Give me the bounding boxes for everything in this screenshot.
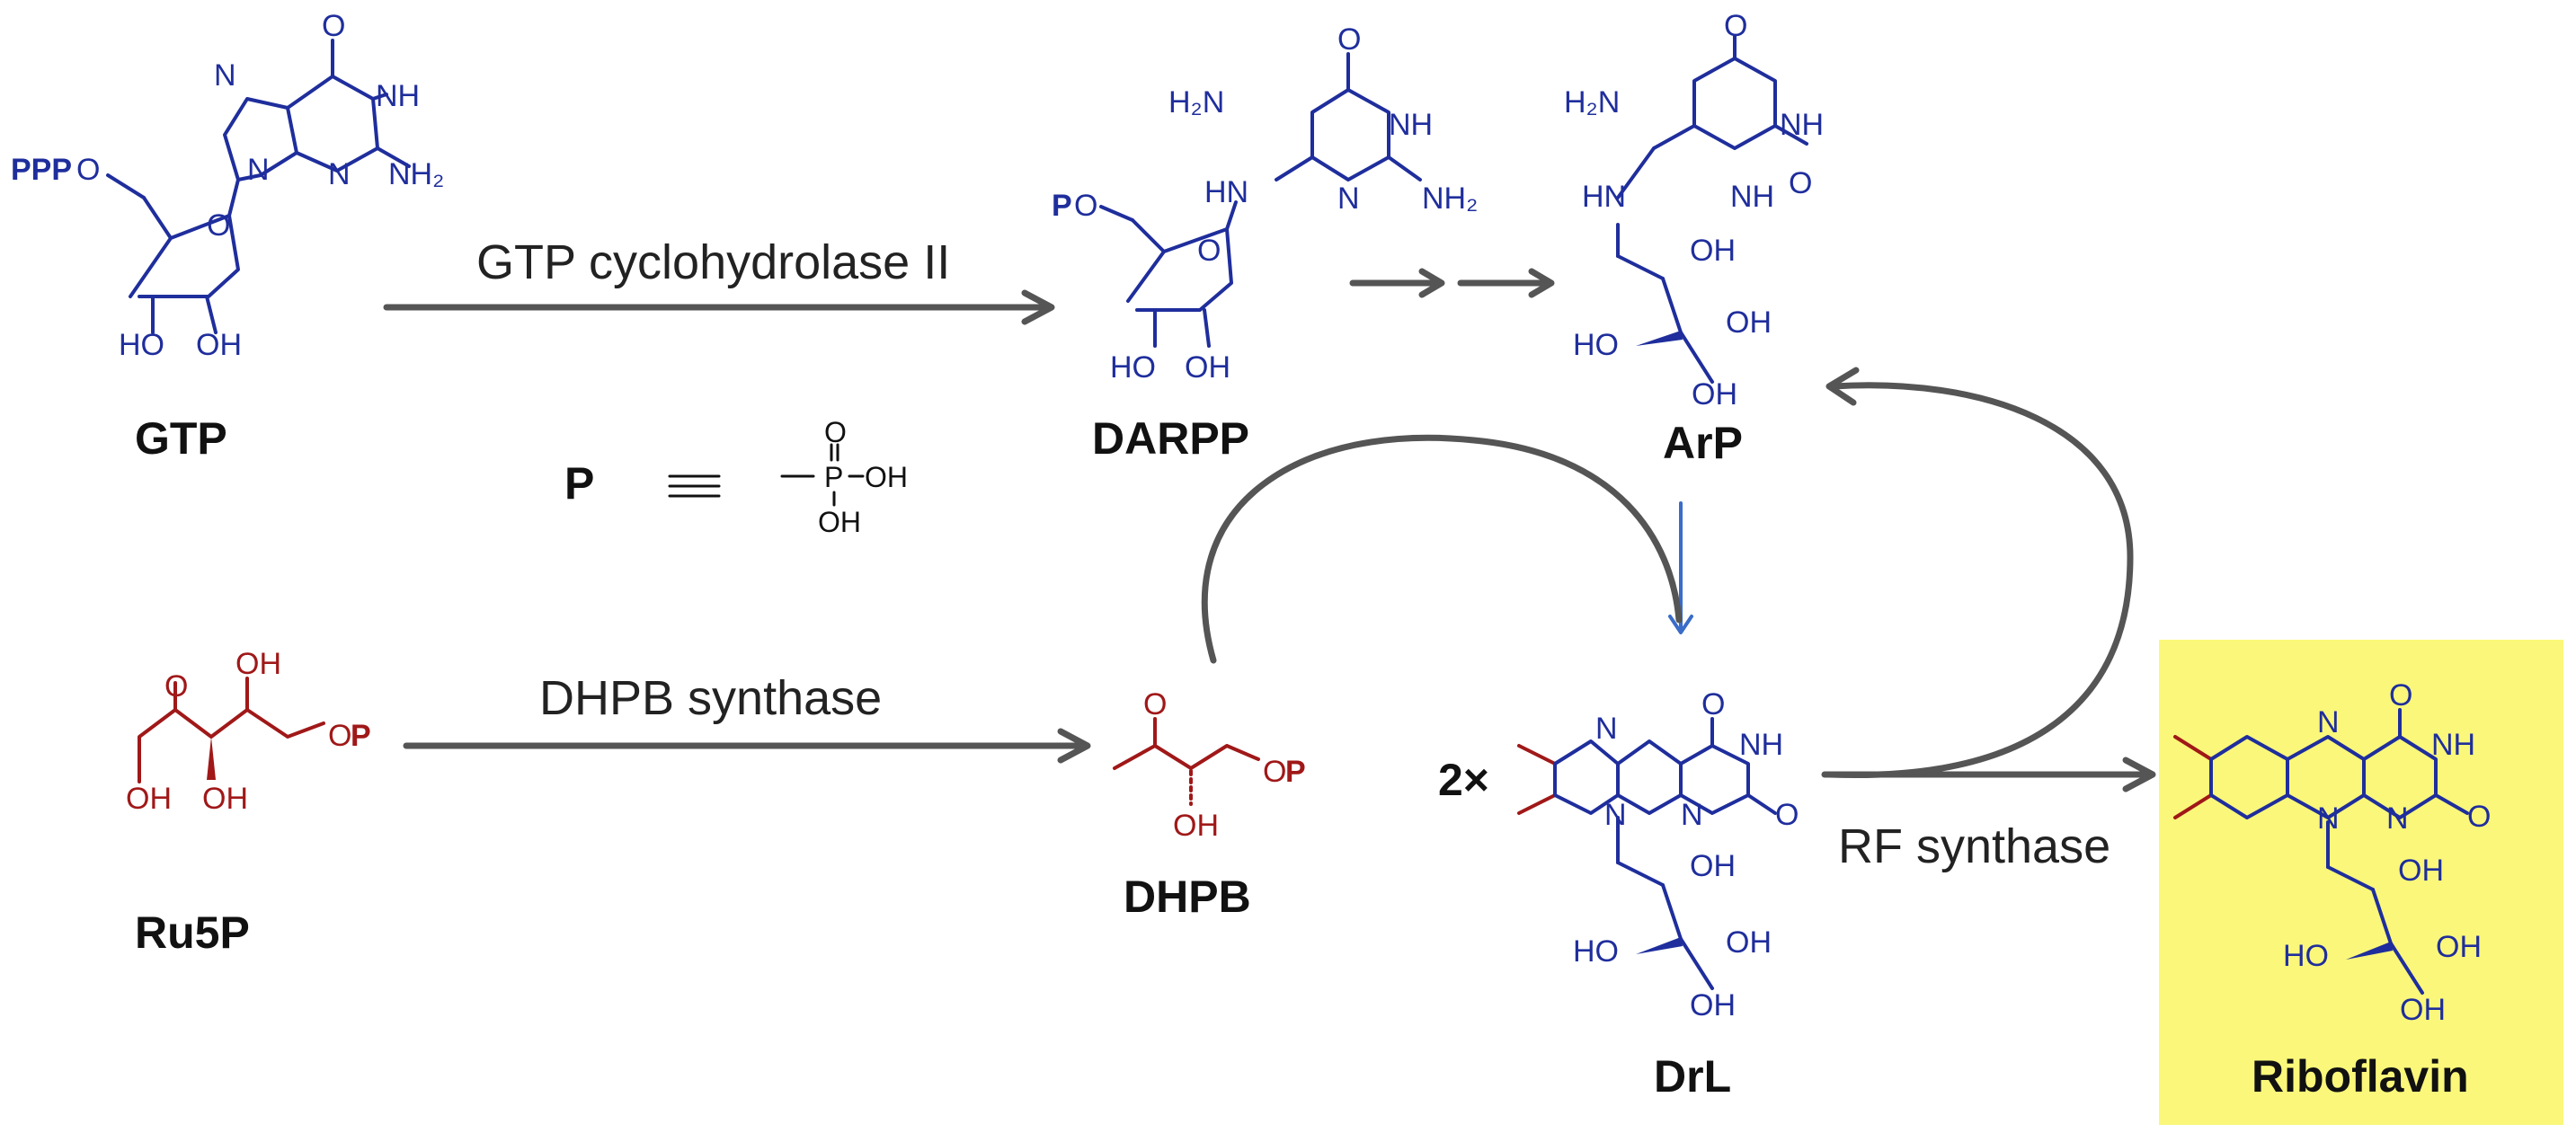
darpp-atom-p: P (1052, 189, 1072, 223)
drl-atom-o-right: O (1775, 798, 1799, 832)
legend-oh-right: OH (865, 461, 908, 493)
darpp-atom-ho: HO (1110, 350, 1156, 385)
drl-atom-n1: N (1595, 712, 1618, 746)
dhpb-structure: O O P OH (1113, 687, 1306, 843)
darpp-atom-h2n: H₂N (1168, 85, 1224, 119)
dhpb-atom-p: P (1285, 755, 1306, 789)
riboflavin-atom-n1: N (2317, 705, 2340, 739)
ru5p-atom-oh-top: OH (235, 647, 281, 681)
ru5p-atom-o-p: O (328, 719, 351, 753)
darpp-atom-o: O (1074, 189, 1097, 223)
ru5p-label: Ru5P (135, 907, 250, 958)
arp-atom-hn: HN (1582, 180, 1626, 214)
darpp-atom-n: N (1337, 181, 1360, 216)
legend-p-symbol: P (564, 458, 594, 509)
ru5p-structure: O OH O P OH OH (126, 647, 371, 816)
legend-p: P (824, 461, 843, 493)
dhpb-to-drl-curved-arrow (1201, 434, 1683, 664)
gtp-label: GTP (135, 413, 227, 464)
gtp-ring-o: O (207, 208, 230, 243)
ru5p-atom-oh-bottom: OH (202, 782, 248, 816)
drl-atom-oh-2: OH (1726, 925, 1772, 960)
drl-atom-n3: N (1604, 798, 1627, 832)
arp-atom-oh-2: OH (1726, 305, 1772, 340)
drl-atom-nh: NH (1739, 728, 1783, 762)
ru5p-atom-oh-left: OH (126, 782, 172, 816)
darpp-atom-nh2: NH₂ (1422, 181, 1478, 216)
darpp-atom-o-top: O (1337, 22, 1361, 57)
gtp-cyclohydrolase-label: GTP cyclohydrolase II (476, 235, 950, 289)
drl-atom-o-top: O (1701, 687, 1725, 721)
arp-atom-ho: HO (1573, 328, 1619, 362)
riboflavin-atom-n3: N (2317, 801, 2340, 836)
gtp-atom-oh: OH (196, 328, 242, 362)
gtp-atom-n: N (214, 58, 236, 93)
drl-atom-ho: HO (1573, 934, 1619, 969)
arp-atom-h2n: H₂N (1564, 85, 1620, 119)
arp-atom-o: O (1724, 9, 1747, 43)
stoichiometry-label: 2× (1438, 755, 1489, 805)
arp-atom-oh-1: OH (1690, 234, 1736, 268)
arp-atom-nh: NH (1780, 108, 1824, 142)
arp-structure: H₂N O NH NH O HN OH HO OH OH (1564, 9, 1824, 412)
darpp-atom-nh: NH (1389, 108, 1433, 142)
riboflavin-structure: N O NH N O N OH HO OH OH (2173, 678, 2491, 1027)
ru5p-atom-p: P (351, 719, 371, 753)
arp-label: ArP (1663, 418, 1743, 468)
dhpb-atom-o-p: O (1263, 755, 1286, 789)
dhpb-label: DHPB (1124, 872, 1251, 922)
gtp-atom-n3: N (328, 157, 351, 191)
gtp-atom-n2: N (247, 153, 270, 187)
drl-structure: N O NH N O N OH HO OH OH (1517, 687, 1799, 1022)
drl-atom-n2: N (1681, 798, 1703, 832)
riboflavin-atom-ho: HO (2283, 939, 2329, 973)
riboflavin-label: Riboflavin (2252, 1051, 2469, 1102)
drl-atom-oh-3: OH (1690, 988, 1736, 1022)
riboflavin-atom-oh-2: OH (2436, 930, 2482, 964)
gtp-atom-o: O (76, 153, 100, 187)
arp-atom-nh-2: NH (1730, 180, 1774, 214)
darpp-atom-oh: OH (1185, 350, 1230, 385)
gtp-atom-o-top: O (322, 9, 345, 43)
riboflavin-atom-oh-1: OH (2398, 854, 2444, 888)
arp-recycle-curved-arrow (1825, 382, 2134, 779)
gtp-atom-nh2: NH₂ (388, 157, 444, 191)
dhpb-synthase-label: DHPB synthase (539, 671, 882, 725)
gtp-structure: PPP O O N N N O NH NH₂ HO OH (11, 9, 444, 362)
drl-atom-oh-1: OH (1690, 849, 1736, 883)
darpp-label: DARPP (1092, 413, 1249, 464)
darpp-structure: P O O HN H₂N O NH N NH₂ HO OH (1052, 22, 1478, 385)
ru5p-atom-o: O (164, 669, 188, 704)
darpp-ring-o: O (1197, 234, 1221, 268)
dhpb-atom-o: O (1143, 687, 1167, 721)
gtp-atom-ho: HO (119, 328, 164, 362)
riboflavin-atom-oh-3: OH (2400, 993, 2446, 1027)
arp-atom-oh-3: OH (1692, 377, 1737, 412)
dhpb-atom-oh: OH (1173, 809, 1219, 843)
drl-label: DrL (1654, 1051, 1731, 1102)
gtp-atom-nh: NH (376, 79, 420, 113)
rf-synthase-label: RF synthase (1838, 819, 2110, 873)
gtp-atom-ppp: PPP (11, 153, 72, 187)
riboflavin-atom-o-top: O (2389, 678, 2412, 713)
riboflavin-atom-n2: N (2386, 801, 2409, 836)
darpp-atom-hn: HN (1204, 175, 1248, 209)
riboflavin-atom-nh: NH (2431, 728, 2475, 762)
riboflavin-atom-o-right: O (2467, 800, 2491, 834)
phosphate-legend: P O P OH OH (564, 416, 908, 538)
legend-o: O (824, 416, 847, 448)
legend-oh-bottom: OH (818, 506, 861, 538)
arp-atom-o-2: O (1789, 166, 1812, 200)
